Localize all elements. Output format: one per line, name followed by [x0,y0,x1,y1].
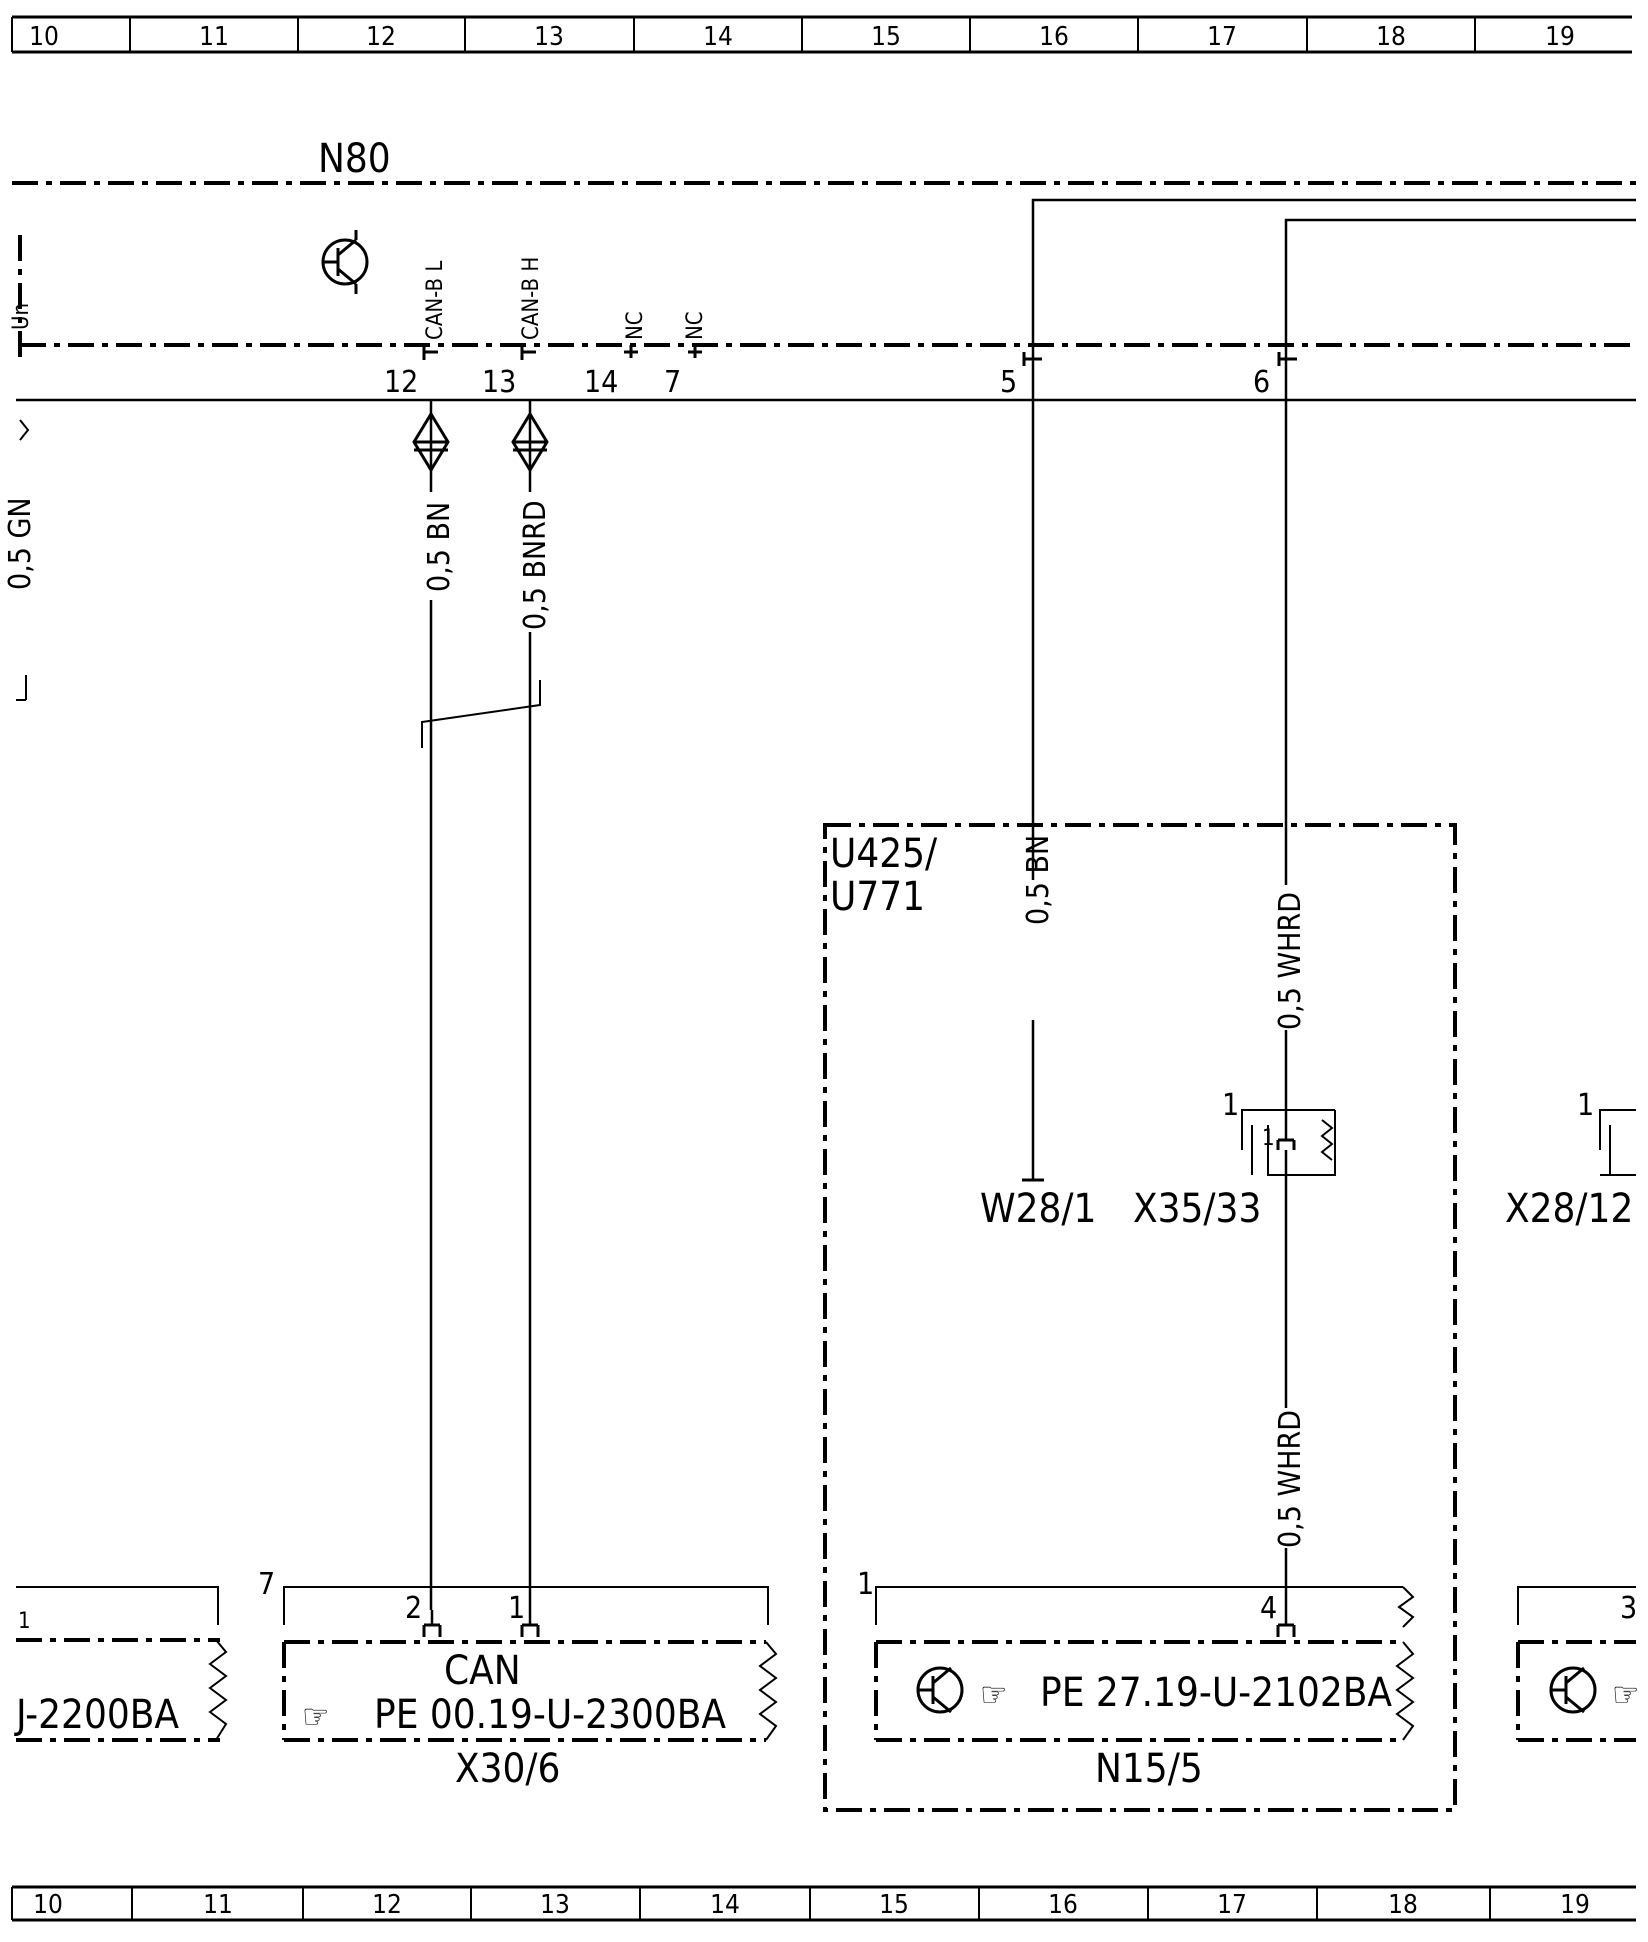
plug-connector-x35-33-label: X35/33 [1133,1186,1261,1232]
pin-5: 5 [1000,365,1017,400]
transistor-icon [1549,1666,1597,1714]
n80-pin-stubs [422,345,1297,366]
transistor-icon [321,230,369,294]
grid-col-13: 13 [540,1890,570,1920]
grid-col-19: 19 [1545,22,1575,52]
x28-pin1: 1 [1577,1088,1594,1123]
left-edge-fragment-1: Un · [9,290,34,330]
pin-14: 14 [584,365,618,400]
grid-col-17: 17 [1207,22,1237,52]
grid-col-16: 16 [1048,1890,1078,1920]
hand-pointer-icon: ☞ [302,1697,329,1737]
pin-6: 6 [1253,365,1270,400]
grid-col-11: 11 [199,22,229,52]
wire-w28: 0,5 BN W28/1 [980,400,1096,1232]
top-grid-ruler: 10 11 12 13 14 15 16 17 18 19 [11,15,1632,54]
bottom-grid-ruler: 10 11 12 13 14 15 16 17 18 19 [11,1885,1636,1922]
ground-point-w28-1: W28/1 [980,1186,1096,1232]
grid-col-15: 15 [871,22,901,52]
n15-pin1: 1 [857,1567,874,1602]
grid-col-15: 15 [879,1890,909,1920]
connector-x30-label: X30/6 [455,1746,560,1792]
wire-x35: 0,5 WHRD 1 1 X35/33 0,5 WHRD [1133,400,1336,1625]
pin-7: 7 [664,365,681,400]
nc-label-7: NC [683,311,708,340]
x35-pin1-outer: 1 [1222,1088,1239,1123]
grid-col-11: 11 [203,1890,233,1920]
grid-col-18: 18 [1388,1890,1418,1920]
left-connector-ref: J-2200BA [14,1692,179,1738]
nc-label-14: NC [623,311,648,340]
can-high-label: CAN-B H [519,257,544,340]
x30-pin7: 7 [258,1567,275,1602]
right-connector-partial: 3 ☞ [1516,1586,1639,1742]
hand-pointer-icon: ☞ [1612,1675,1639,1715]
connector-x30-6: 7 2 1 CAN ☞ PE 00.19-U-2300BA X30/6 [258,1567,778,1792]
left-stub-pin: 1 [18,1609,31,1634]
connector-x30-title: CAN [444,1648,521,1694]
connector-x30-ref: PE 00.19-U-2300BA [374,1692,726,1738]
control-unit-label: N80 [318,136,391,182]
can-wire-pair: 0,5 BN 0,5 BNRD 0,5 GN [3,400,553,1625]
grid-col-14: 14 [710,1890,740,1920]
wire-pin5-feed [1031,198,1636,400]
grid-col-12: 12 [366,22,396,52]
grid-col-10: 10 [33,1890,63,1920]
module-label-2: U771 [830,874,925,920]
grid-col-14: 14 [703,22,733,52]
module-label-1: U425/ [830,831,938,877]
grid-col-13: 13 [534,22,564,52]
connector-n15-ref: PE 27.19-U-2102BA [1040,1670,1392,1716]
module-u425-u771: U425/ U771 [823,823,1457,1812]
grid-col-10: 10 [29,22,59,52]
x30-pin1: 1 [508,1591,525,1626]
plug-connector-x28-12-label: X28/12 [1505,1186,1633,1232]
plug-connector-x35-33: 1 1 X35/33 [1133,1088,1336,1232]
grid-col-19: 19 [1560,1890,1590,1920]
grid-col-18: 18 [1376,22,1406,52]
hand-pointer-icon: ☞ [980,1675,1007,1715]
grid-col-12: 12 [372,1890,402,1920]
connector-n15-label: N15/5 [1095,1746,1203,1792]
right-pin3: 3 [1620,1591,1637,1626]
grid-col-16: 16 [1039,22,1069,52]
x30-pin2: 2 [405,1591,422,1626]
wire-label-bn: 0,5 BN [422,502,457,592]
pin-12: 12 [384,365,418,400]
n15-pin4: 4 [1260,1591,1277,1626]
wire-label-bn-2: 0,5 BN [1021,835,1056,925]
plug-connector-x28-12: 1 X28/12 [1505,1088,1636,1232]
wire-label-whrd-1: 0,5 WHRD [1273,892,1308,1030]
left-connector-partial: 1 J-2200BA [14,1586,228,1742]
can-low-label: CAN-B L [423,261,448,340]
wire-label-whrd-2: 0,5 WHRD [1273,1410,1308,1548]
connector-n15-5: 1 4 ☞ PE 27.19-U-2102BA N15/5 [857,1567,1415,1792]
control-unit-n80: N80 Un · [9,136,1636,365]
grid-col-17: 17 [1217,1890,1247,1920]
wire-label-bnrd: 0,5 BNRD [518,500,553,630]
transistor-icon [916,1666,964,1714]
wire-pin6-feed [1284,218,1636,400]
x35-pin1-inner: 1 [1262,1126,1275,1151]
pin-13: 13 [482,365,516,400]
left-edge-fragment-2: 0,5 GN [3,497,38,590]
